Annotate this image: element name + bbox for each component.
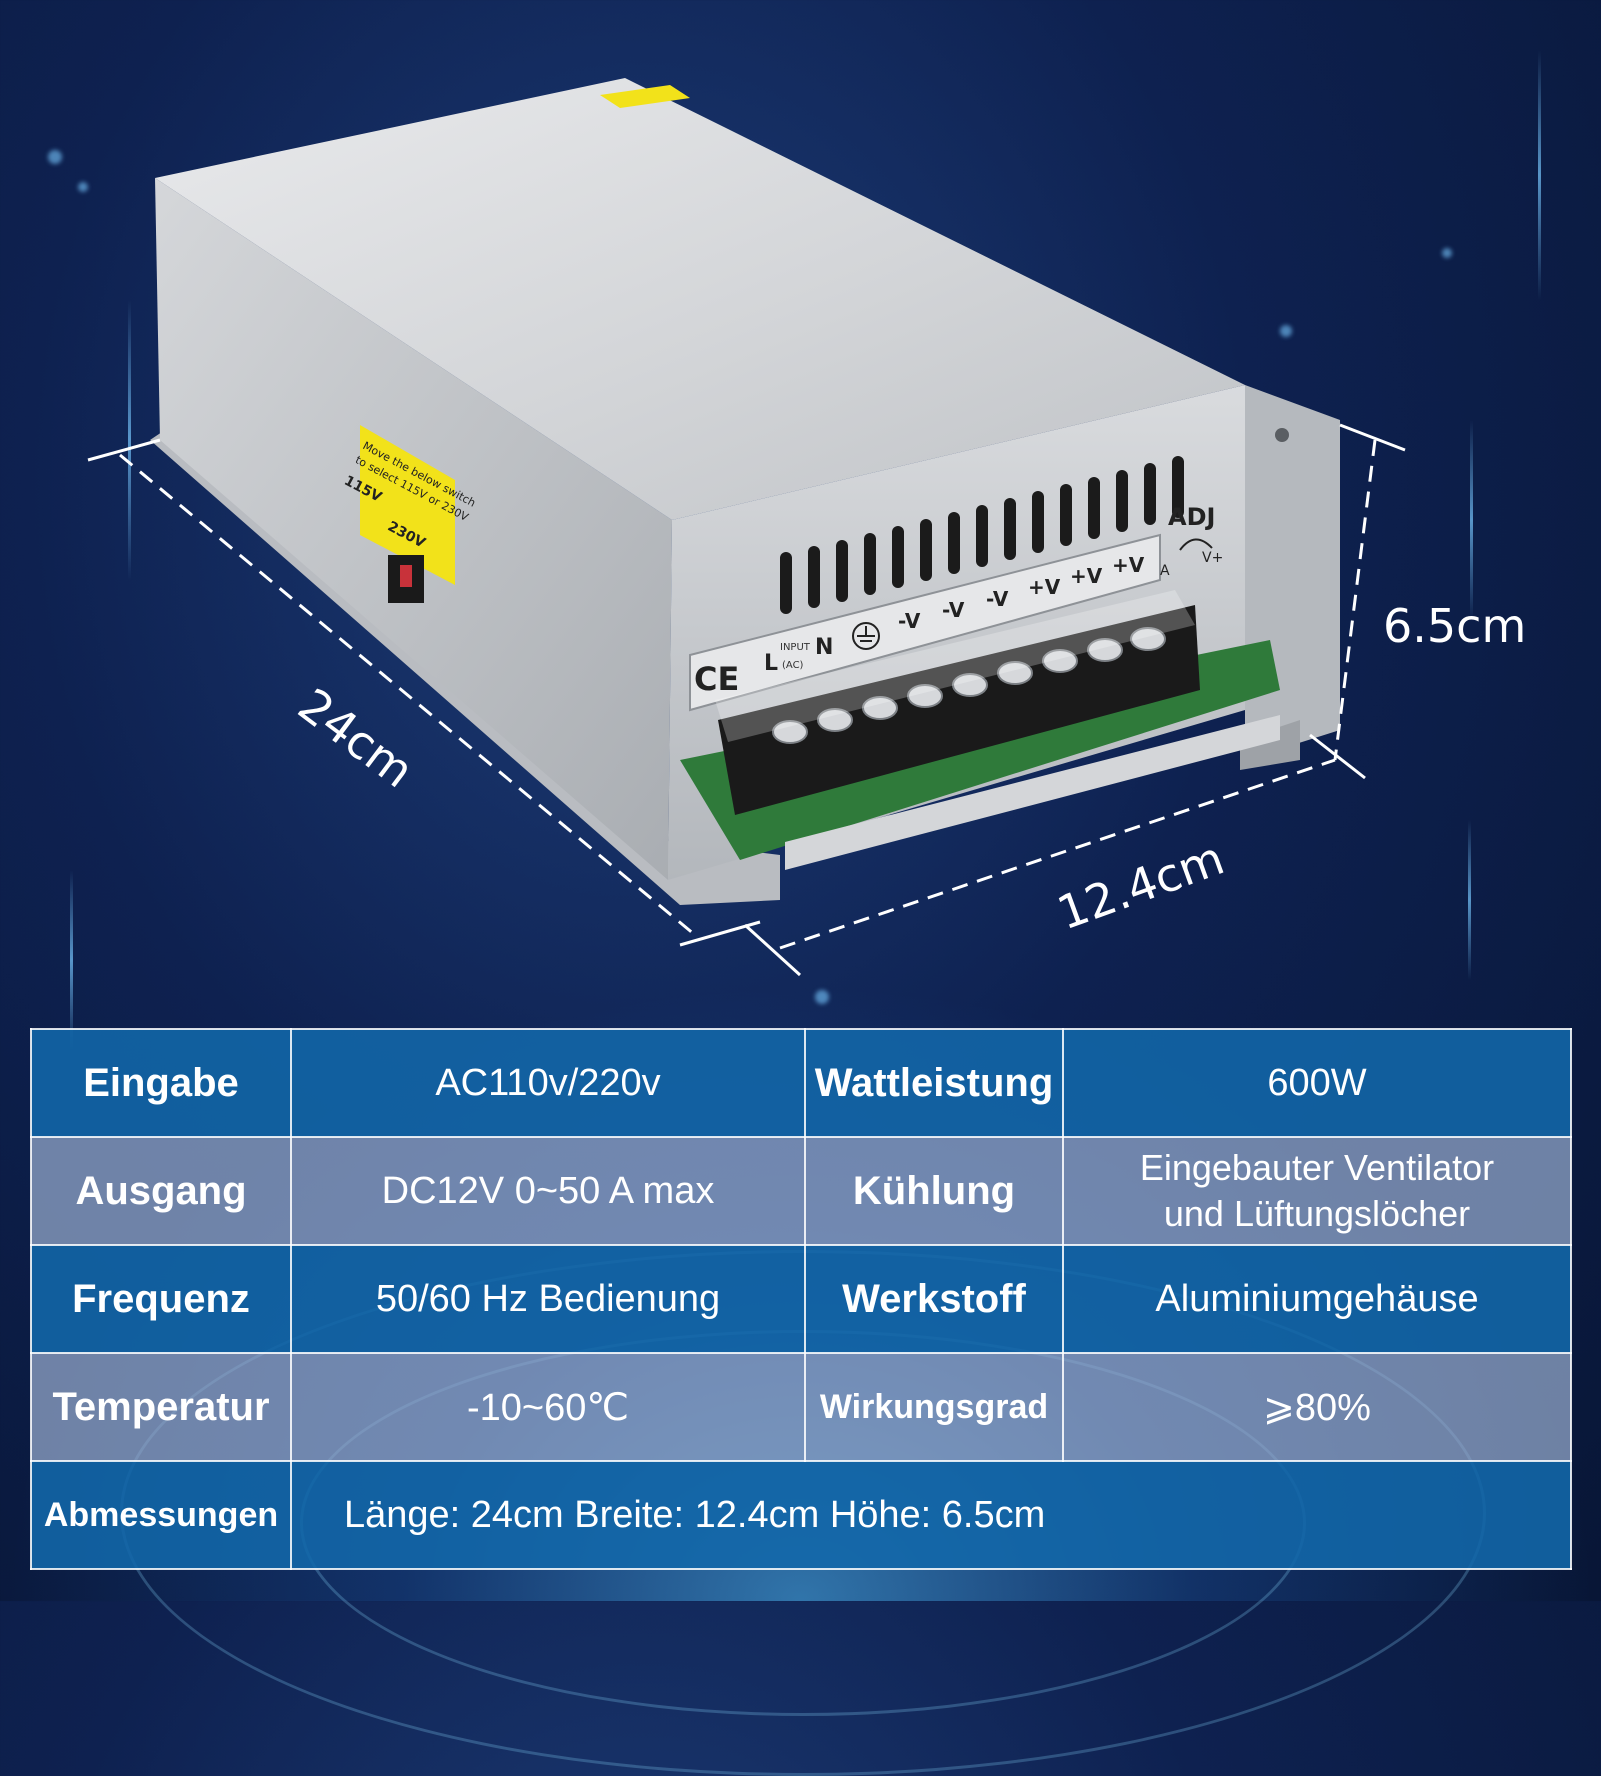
- light-dot: [815, 990, 829, 1004]
- spec-key: Kühlung: [804, 1136, 1064, 1246]
- spec-value: AC110v/220v: [290, 1028, 806, 1138]
- spec-row: Ausgang DC12V 0~50 A max Kühlung Eingeba…: [30, 1136, 1572, 1246]
- top-sticker: [600, 85, 690, 108]
- spec-key: Abmessungen: [30, 1460, 292, 1570]
- spec-value-line: und Lüftungslöcher: [1163, 1193, 1471, 1234]
- adj-label: ADJ: [1168, 503, 1215, 531]
- spec-key: Temperatur: [30, 1352, 292, 1462]
- terminal-screws: [772, 627, 1166, 744]
- spec-value: -10~60℃: [290, 1352, 806, 1462]
- light-streak: [128, 300, 131, 580]
- spec-value: 600W: [1062, 1028, 1572, 1138]
- spec-row: Eingabe AC110v/220v Wattleistung 600W: [30, 1028, 1572, 1138]
- spec-value: Eingebauter Ventilator und Lüftungslöche…: [1062, 1136, 1572, 1246]
- light-dot: [1442, 248, 1452, 258]
- terminal-label: -V: [942, 598, 965, 622]
- dimension-lines: [87, 423, 1406, 977]
- terminal-label-strip: [689, 533, 1161, 712]
- housing-top: [155, 78, 1245, 520]
- light-dot: [78, 182, 88, 192]
- input-label: INPUT: [780, 642, 811, 653]
- mounting-hole: [1275, 428, 1289, 442]
- spec-value: DC12V 0~50 A max: [290, 1136, 806, 1246]
- terminal-label: +V: [1070, 564, 1103, 588]
- terminal-label: -V: [986, 587, 1009, 611]
- spec-key: Eingabe: [30, 1028, 292, 1138]
- mounting-bracket: [1245, 385, 1340, 760]
- dimension-length: 24cm: [288, 678, 423, 799]
- spec-row: Temperatur -10~60℃ Wirkungsgrad ⩾80%: [30, 1352, 1572, 1462]
- bracket-foot: [1240, 720, 1300, 770]
- light-dot: [48, 150, 62, 164]
- light-dot: [1280, 325, 1292, 337]
- vent-slots: [780, 456, 1184, 614]
- terminal-cover: [715, 590, 1195, 742]
- spec-value: ⩾80%: [1062, 1352, 1572, 1462]
- spec-row: Abmessungen Länge: 24cm Breite: 12.4cm H…: [30, 1460, 1572, 1570]
- spec-key: Frequenz: [30, 1244, 292, 1354]
- spec-value: Länge: 24cm Breite: 12.4cm Höhe: 6.5cm: [290, 1460, 1572, 1570]
- ground-icon: [852, 622, 880, 650]
- input-l-label: L: [764, 651, 778, 676]
- light-streak: [1468, 820, 1471, 980]
- spec-row: Frequenz 50/60 Hz Bedienung Werkstoff Al…: [30, 1244, 1572, 1354]
- spec-value: Aluminiumgehäuse: [1062, 1244, 1572, 1354]
- ce-mark: CE: [694, 660, 739, 698]
- switch-sticker: [360, 425, 455, 585]
- spec-table: Eingabe AC110v/220v Wattleistung 600W Au…: [30, 1028, 1572, 1570]
- terminal-label: +V: [1112, 553, 1145, 577]
- input-n-label: N: [815, 635, 833, 660]
- spec-key: Ausgang: [30, 1136, 292, 1246]
- spec-key: Werkstoff: [804, 1244, 1064, 1354]
- voltage-switch-toggle: [400, 565, 412, 587]
- spec-value-line: Eingebauter Ventilator: [1139, 1147, 1495, 1188]
- spec-key: Wattleistung: [804, 1028, 1064, 1138]
- terminal-label: +V: [1028, 575, 1061, 599]
- terminal-label: -V: [898, 609, 921, 633]
- light-streak: [1470, 420, 1473, 620]
- light-streak: [70, 870, 73, 1050]
- dimension-height: 6.5cm: [1383, 599, 1526, 653]
- front-rail: [785, 715, 1280, 870]
- light-streak: [1538, 50, 1541, 300]
- input-ac-label: (AC): [782, 660, 804, 671]
- spec-value: 50/60 Hz Bedienung: [290, 1244, 806, 1354]
- adj-arrow-icon: [1179, 538, 1213, 551]
- power-supply-illustration: CE L INPUT (AC) N -V -V -V +V +V +V ADJ …: [87, 78, 1526, 977]
- adj-v-label: V+: [1202, 550, 1223, 566]
- terminal-block: [718, 605, 1200, 815]
- spec-key: Wirkungsgrad: [804, 1352, 1064, 1462]
- adj-a-label: A: [1160, 563, 1170, 579]
